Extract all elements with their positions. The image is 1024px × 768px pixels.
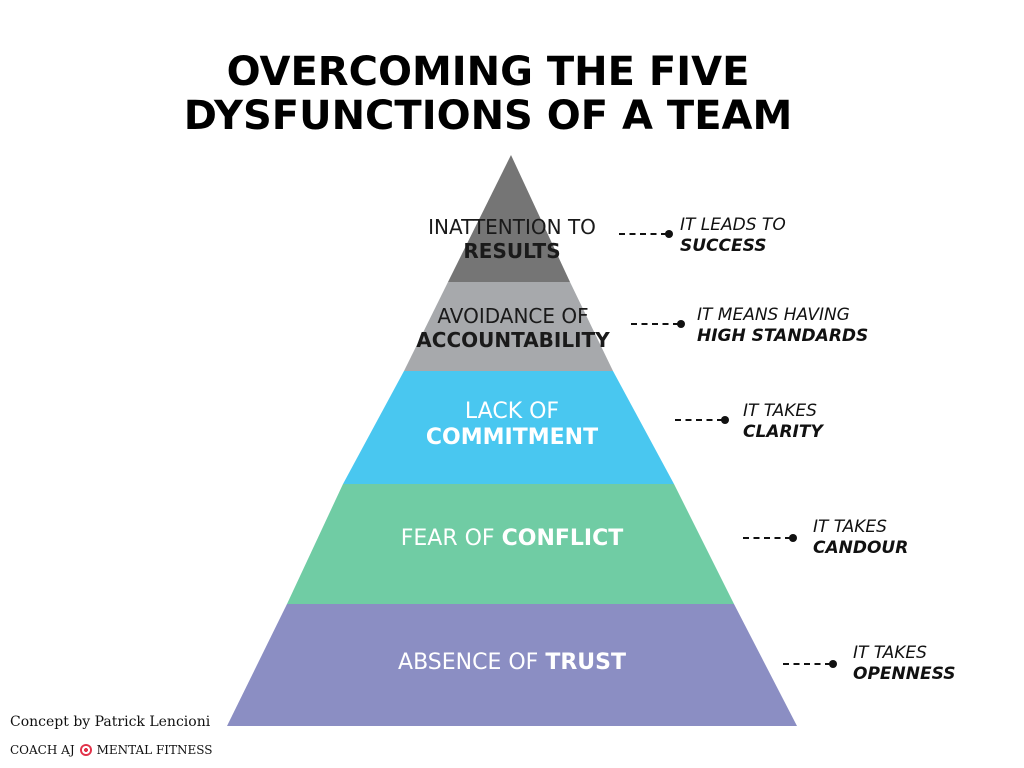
connector-accountability-dash	[631, 323, 679, 325]
tier-conflict-light: FEAR OF	[400, 526, 502, 551]
note-trust-light: IT TAKES	[853, 643, 927, 663]
note-commitment-light: IT TAKES	[743, 401, 817, 421]
connector-commitment-dash	[675, 419, 723, 421]
tier-results-band	[448, 155, 570, 282]
page-title: OVERCOMING THE FIVE DYSFUNCTIONS OF A TE…	[0, 50, 976, 138]
note-commitment-bold: CLARITY	[743, 422, 823, 442]
connector-accountability-dot	[677, 320, 685, 328]
note-conflict: IT TAKES CANDOUR	[813, 517, 908, 559]
connector-accountability	[631, 319, 685, 329]
note-accountability: IT MEANS HAVING HIGH STANDARDS	[697, 305, 868, 347]
connector-conflict	[743, 533, 797, 543]
tier-accountability-bold: ACCOUNTABILITY	[416, 328, 610, 352]
brand-signature: COACH AJ MENTAL FITNESS	[10, 743, 213, 757]
connector-results-dot	[665, 230, 673, 238]
connector-results-dash	[619, 233, 667, 235]
connector-trust	[783, 659, 837, 669]
tier-results-bold: RESULTS	[463, 239, 561, 263]
target-icon	[79, 744, 92, 756]
connector-trust-dash	[783, 663, 831, 665]
tier-conflict-bold: CONFLICT	[501, 526, 624, 551]
note-trust: IT TAKES OPENNESS	[853, 643, 955, 685]
connector-trust-dot	[829, 660, 837, 668]
tier-results-light: INATTENTION TO	[428, 215, 596, 239]
tier-accountability-label: AVOIDANCE OF ACCOUNTABILITY	[398, 304, 628, 352]
concept-credit: Concept by Patrick Lencioni	[10, 714, 211, 730]
note-accountability-light: IT MEANS HAVING	[697, 305, 850, 325]
note-results-bold: SUCCESS	[680, 236, 767, 256]
tier-conflict-band	[287, 484, 734, 604]
tier-commitment-label: LACK OF COMMITMENT	[412, 399, 612, 451]
tier-accountability-band	[404, 282, 613, 371]
tier-commitment-light: LACK OF	[464, 399, 560, 424]
tier-trust-band	[227, 604, 797, 726]
note-commitment: IT TAKES CLARITY	[743, 401, 823, 443]
brand-name-left: COACH AJ	[10, 743, 75, 757]
title-line-1: OVERCOMING THE FIVE	[226, 49, 750, 95]
tier-trust-light: ABSENCE OF	[398, 650, 546, 675]
connector-results	[619, 229, 673, 239]
title-line-2: DYSFUNCTIONS OF A TEAM	[183, 93, 793, 139]
tier-accountability-light: AVOIDANCE OF	[437, 304, 589, 328]
connector-conflict-dot	[789, 534, 797, 542]
note-conflict-bold: CANDOUR	[813, 538, 909, 558]
tier-commitment-band	[343, 371, 674, 484]
tier-results-label: INATTENTION TO RESULTS	[412, 215, 612, 263]
tier-trust-bold: TRUST	[545, 650, 626, 675]
note-trust-bold: OPENNESS	[853, 664, 956, 684]
tier-conflict-label: FEAR OF CONFLICT	[362, 526, 662, 552]
connector-commitment	[675, 415, 729, 425]
note-conflict-light: IT TAKES	[813, 517, 887, 537]
note-results: IT LEADS TO SUCCESS	[680, 215, 786, 257]
brand-name-right: MENTAL FITNESS	[96, 743, 213, 757]
connector-commitment-dot	[721, 416, 729, 424]
tier-trust-label: ABSENCE OF TRUST	[362, 650, 662, 676]
connector-conflict-dash	[743, 537, 791, 539]
tier-commitment-bold: COMMITMENT	[425, 425, 599, 450]
note-results-light: IT LEADS TO	[680, 215, 786, 235]
note-accountability-bold: HIGH STANDARDS	[697, 326, 869, 346]
